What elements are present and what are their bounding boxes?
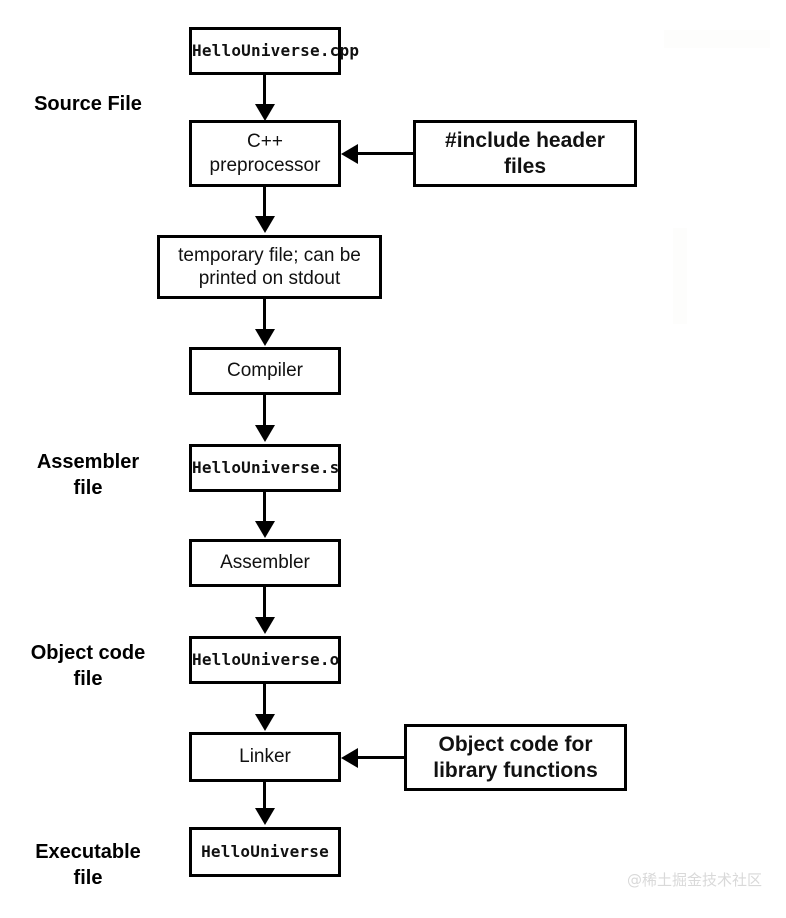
edge-arrow-compiler-to-asmfile: [255, 425, 275, 442]
node-label: #include header files: [445, 128, 605, 178]
stage-label-assembler-file: Assembler file: [36, 451, 140, 499]
stage-label-executable-file: Executable file: [35, 841, 141, 889]
edge-line-asmfile-to-assembler: [263, 492, 266, 530]
node-hellouniverse[interactable]: HelloUniverse: [189, 827, 341, 877]
edge-arrow-objfile-to-linker: [255, 714, 275, 731]
node-cpp-preprocessor[interactable]: C++ preprocessor: [189, 120, 341, 187]
edge-line-cpp-to-preprocessor: [263, 75, 266, 113]
stage-label-object-code-file: Object code file: [30, 642, 146, 690]
node-label: Object code for library functions: [433, 732, 598, 782]
edge-line-tempfile-to-compiler: [263, 299, 266, 338]
node-assembler[interactable]: Assembler: [189, 539, 341, 587]
edge-arrow-library-to-linker: [341, 748, 358, 768]
edge-line-preprocessor-to-tempfile: [263, 187, 266, 225]
node-label: HelloUniverse.cpp: [192, 41, 360, 61]
stage-label-source-file: Source File: [34, 93, 142, 115]
edge-arrow-assembler-to-objfile: [255, 617, 275, 634]
node-label: C++ preprocessor: [209, 131, 321, 176]
edge-line-library-to-linker: [358, 756, 406, 759]
node-hellouniverse-o[interactable]: HelloUniverse.o: [189, 636, 341, 684]
edge-line-assembler-to-objfile: [263, 587, 266, 625]
edge-line-include-to-preprocessor: [358, 152, 414, 155]
watermark-artifact-2: [673, 228, 687, 324]
watermark-artifact: [664, 30, 770, 48]
edge-arrow-preprocessor-to-tempfile: [255, 216, 275, 233]
edge-arrow-linker-to-executable: [255, 808, 275, 825]
edge-arrow-include-to-preprocessor: [341, 144, 358, 164]
edge-arrow-tempfile-to-compiler: [255, 329, 275, 346]
node-label: HelloUniverse.o: [192, 650, 340, 670]
node-label: HelloUniverse.s: [192, 458, 340, 478]
edge-line-objfile-to-linker: [263, 684, 266, 722]
node-label: Assembler: [220, 552, 310, 574]
node-hellouniverse-cpp[interactable]: HelloUniverse.cpp: [189, 27, 360, 75]
node-object-code-library[interactable]: Object code for library functions: [404, 724, 627, 791]
node-temporary-file[interactable]: temporary file; can be printed on stdout: [157, 235, 382, 299]
node-label: Compiler: [226, 360, 304, 382]
edge-arrow-cpp-to-preprocessor: [255, 104, 275, 121]
node-include-header-files[interactable]: #include header files: [413, 120, 637, 187]
edge-line-compiler-to-asmfile: [263, 395, 266, 433]
node-label: temporary file; can be printed on stdout: [178, 244, 361, 289]
node-label: HelloUniverse: [201, 842, 329, 862]
edge-arrow-asmfile-to-assembler: [255, 521, 275, 538]
node-compiler[interactable]: Compiler: [189, 347, 341, 395]
node-hellouniverse-s[interactable]: HelloUniverse.s: [189, 444, 341, 492]
edge-line-linker-to-executable: [263, 782, 266, 816]
node-label: Linker: [239, 746, 291, 768]
watermark-text: @稀土掘金技术社区: [627, 871, 763, 889]
node-linker[interactable]: Linker: [189, 732, 341, 782]
